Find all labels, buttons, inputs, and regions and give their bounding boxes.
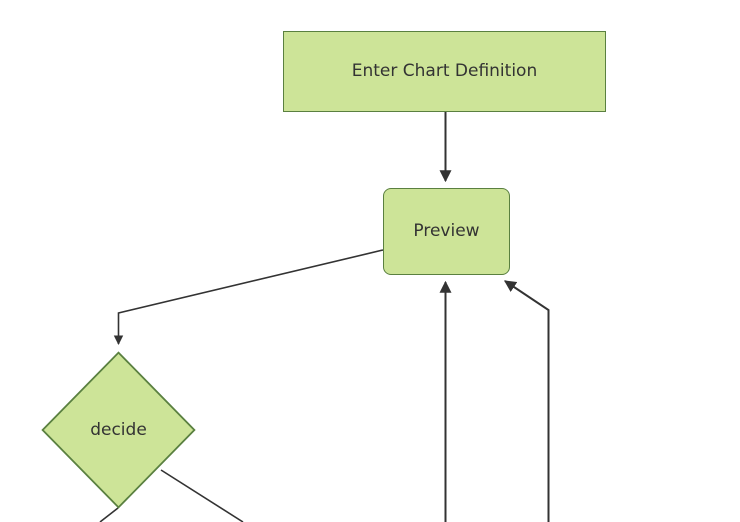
edge-preview-to-decide xyxy=(113,249,384,345)
node-label-preview: Preview xyxy=(413,221,480,242)
diamond-shape xyxy=(41,351,196,509)
edge-offscreen-right-to-preview xyxy=(504,280,550,522)
node-preview[interactable]: Preview xyxy=(383,188,510,275)
node-decide[interactable]: decide xyxy=(41,351,196,509)
node-label-enter-chart-definition: Enter Chart Definition xyxy=(351,61,538,82)
edge-decide-out-right xyxy=(160,469,244,522)
node-enter-chart-definition[interactable]: Enter Chart Definition xyxy=(283,31,606,112)
edge-decide-out-left xyxy=(99,507,119,522)
